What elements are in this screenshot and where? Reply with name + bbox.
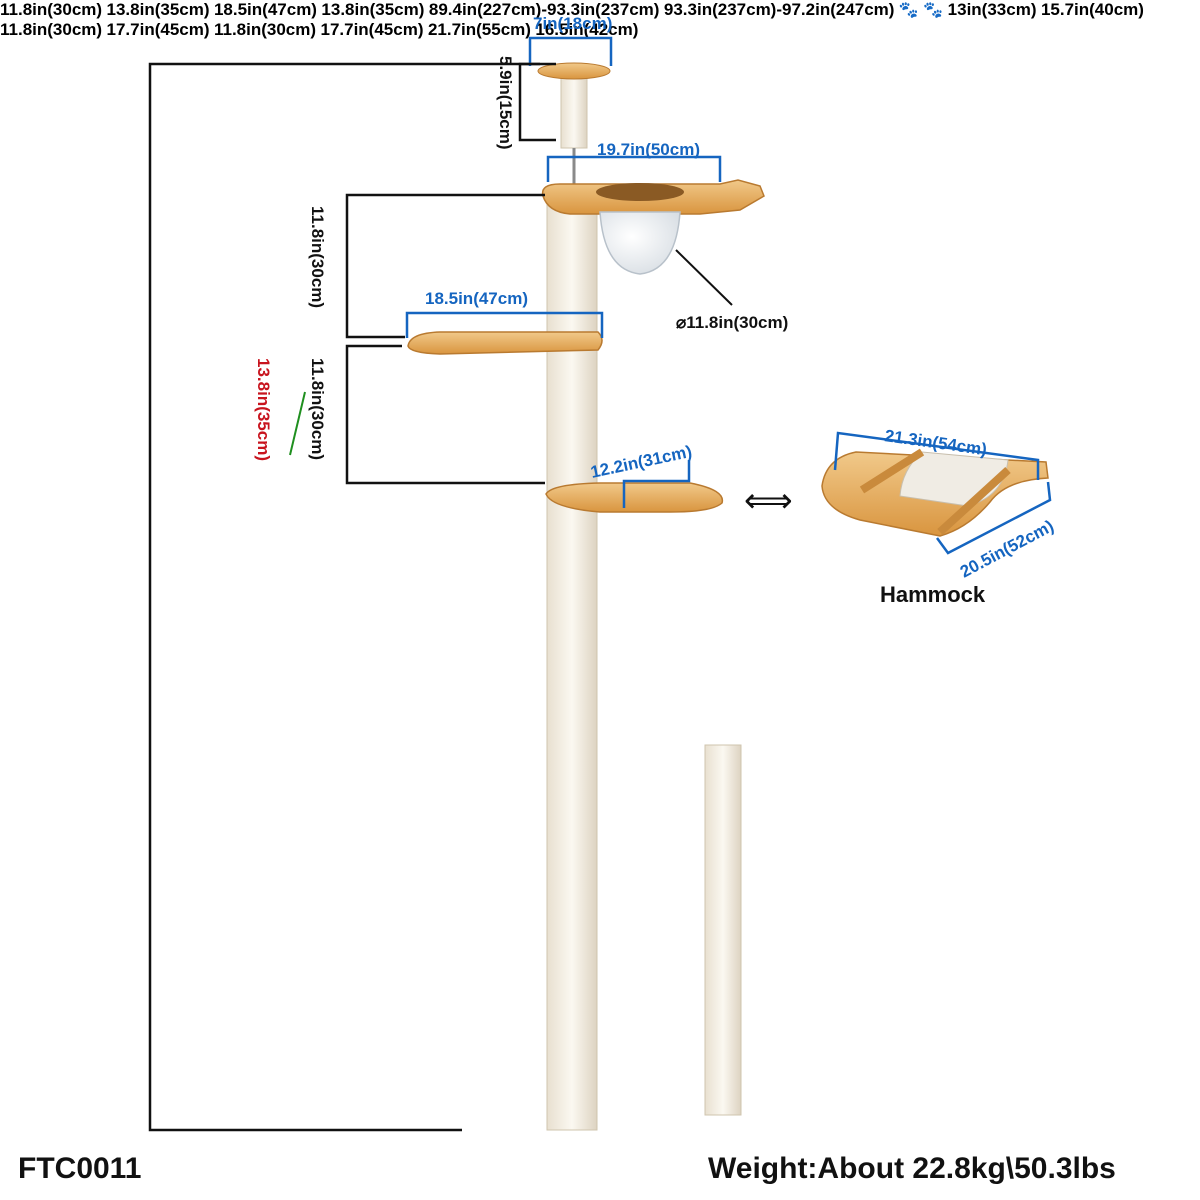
main-post bbox=[546, 199, 598, 1131]
condo-height-label: 13in(33cm) bbox=[947, 0, 1037, 19]
gap-4-label: 13.8in(35cm) bbox=[321, 0, 425, 19]
top-perch bbox=[537, 62, 611, 190]
gap-2-alt-label: 13.8in(35cm) bbox=[254, 358, 273, 461]
side-platform-width-label: 11.8in(30cm) bbox=[213, 20, 317, 39]
base-depth-label: 16.5in(42cm) bbox=[535, 20, 639, 39]
gap-3-alt-label: 13.8in(35cm) bbox=[106, 0, 210, 19]
top-perch-width-dim bbox=[528, 36, 613, 66]
bowl-platform-width-dim bbox=[546, 155, 722, 182]
hammock-title: Hammock bbox=[880, 582, 986, 607]
platform-2 bbox=[545, 482, 724, 513]
gap-3-label: 11.8in(30cm) bbox=[0, 0, 103, 19]
top-post-height-label: 5.9in(15cm) bbox=[496, 56, 515, 150]
right-post bbox=[704, 744, 742, 1116]
bowl-platform-width-label: 19.7in(50cm) bbox=[597, 140, 700, 159]
condo: 🐾 🐾 bbox=[899, 2, 948, 19]
hammock-depth-dim bbox=[935, 481, 1052, 555]
gap-3-slash: 18.5in(47cm) 13.8in(35cm) 89.4in(227cm)-… bbox=[0, 0, 1144, 1185]
top-box-width-label: 11.8in(30cm) bbox=[0, 20, 103, 39]
gap-2-dim bbox=[345, 344, 545, 485]
platform-1 bbox=[407, 331, 603, 355]
condo-width-label: 15.7in(40cm) bbox=[1040, 0, 1144, 19]
side-height-upper-label: 17.7in(45cm) bbox=[106, 20, 210, 39]
paw-icon-side: 🐾 bbox=[923, 2, 944, 19]
paw-icon-front: 🐾 bbox=[898, 2, 919, 19]
base-width-label: 21.7in(55cm) bbox=[427, 20, 531, 39]
platform-3-width-label: 18.5in(47cm) bbox=[213, 0, 317, 19]
gap-2-slash bbox=[289, 391, 306, 456]
hammock-width-dim bbox=[833, 431, 1040, 480]
gap-1-label: 11.8in(30cm) bbox=[308, 206, 327, 308]
gap-1-dim bbox=[345, 193, 545, 339]
total-height-bracket bbox=[148, 62, 540, 1132]
bowl-diameter-label: ⌀11.8in(30cm) bbox=[676, 313, 788, 332]
weight-label: Weight:About 22.8kg\50.3lbs bbox=[708, 1152, 1116, 1185]
total-height-alt-label: 93.3in(237cm)-97.2in(247cm) bbox=[663, 0, 895, 19]
swap-arrow-icon: ⟺ bbox=[744, 481, 793, 521]
model-number: FTC0011 bbox=[18, 1152, 142, 1185]
gap-2-label: 11.8in(30cm) bbox=[308, 358, 327, 460]
top-perch-width-label: 7in(18cm) bbox=[533, 14, 612, 33]
bowl-platform bbox=[541, 179, 765, 275]
platform-1-width-dim bbox=[405, 311, 604, 338]
platform-1-width-label: 18.5in(47cm) bbox=[425, 289, 528, 308]
hammock-depth-label: 20.5in(52cm) bbox=[957, 516, 1057, 581]
hammock-image bbox=[821, 448, 1049, 537]
platform-2-width-dim bbox=[622, 460, 691, 508]
side-height-lower-label: 17.7in(45cm) bbox=[320, 20, 424, 39]
total-height-label: 89.4in(227cm)-93.3in(237cm) bbox=[428, 0, 660, 19]
bowl-diameter-leader bbox=[675, 249, 733, 306]
platform-2-width-label: 12.2in(31cm) bbox=[589, 442, 694, 482]
total-height-slash: 🐾 🐾 13in(33cm) 15.7in(40cm) 11.8in(30cm)… bbox=[0, 0, 1144, 1185]
top-post-height-dim bbox=[518, 62, 556, 142]
